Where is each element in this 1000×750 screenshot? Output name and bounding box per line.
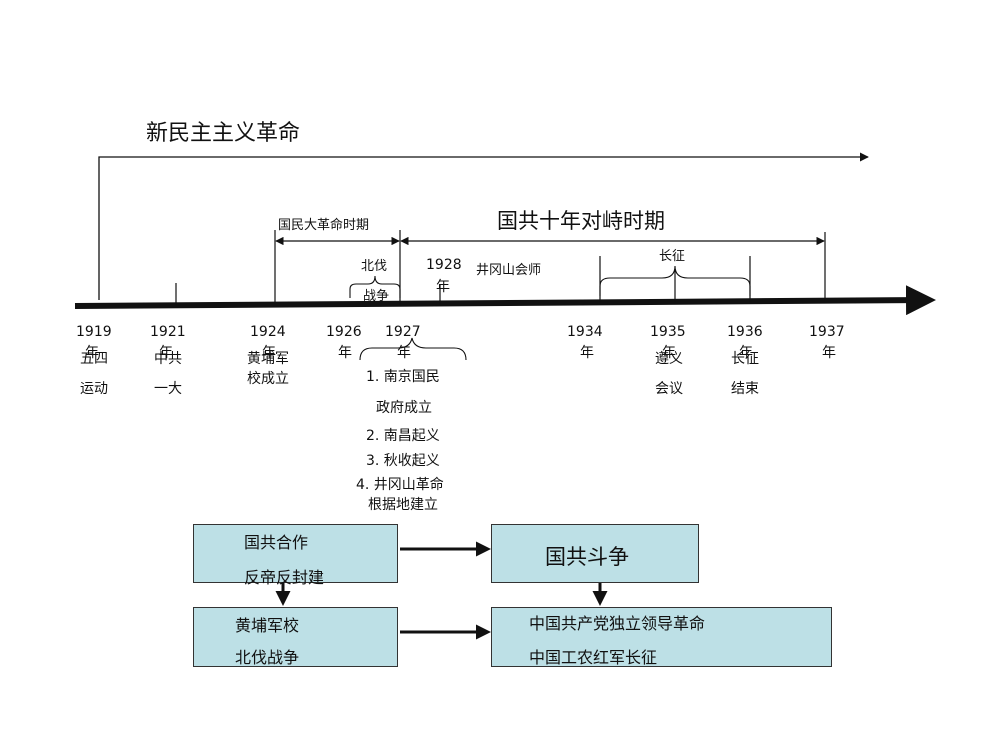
year-unit-1934: 年 bbox=[580, 345, 594, 361]
northern-expedition-brace bbox=[349, 275, 401, 298]
year-unit-1919: 年 bbox=[85, 345, 99, 361]
year-1921: 1921 bbox=[150, 324, 186, 340]
cpc-line2: 中国工农红军长征 bbox=[529, 648, 658, 667]
year-1926: 1926 bbox=[326, 324, 362, 340]
year-unit-1926: 年 bbox=[338, 345, 352, 361]
national-revolution-label: 国民大革命时期 bbox=[278, 218, 370, 233]
whampoa-box: 黄埔军校 北伐战争 bbox=[193, 607, 398, 667]
northern-expedition-label-2: 战争 bbox=[363, 289, 390, 304]
year-1937: 1937 bbox=[809, 324, 845, 340]
year-1934: 1934 bbox=[567, 324, 603, 340]
event-1935-line1: 遵义 bbox=[655, 351, 683, 367]
revolution-span-arrow bbox=[98, 152, 869, 300]
decade-label: 国共十年对峙时期 bbox=[497, 209, 665, 233]
event-1924-line2: 校成立 bbox=[247, 371, 289, 387]
events-1927-brace bbox=[359, 337, 467, 361]
event-1919-line1: 五四 bbox=[80, 351, 108, 367]
event-1935-line2: 会议 bbox=[655, 381, 683, 397]
whampoa-line2: 北伐战争 bbox=[235, 648, 300, 667]
northern-expedition-label-1: 北伐 bbox=[361, 259, 388, 274]
year-1924: 1924 bbox=[250, 324, 286, 340]
event-1927-item3: 3. 秋收起义 bbox=[366, 453, 440, 469]
event-1936-line1: 长征 bbox=[731, 351, 759, 367]
diagram-title: 新民主主义革命 bbox=[146, 121, 301, 146]
jinggangshan-event: 井冈山会师 bbox=[476, 263, 542, 278]
event-1927-item1-line1: 1. 南京国民 bbox=[366, 369, 440, 385]
year-unit-1935: 年 bbox=[662, 345, 676, 361]
time-axis bbox=[74, 285, 936, 316]
cooperation-line2: 反帝反封建 bbox=[244, 568, 325, 587]
event-1927-item4-line1: 4. 井冈山革命 bbox=[356, 477, 444, 493]
cpc-line1: 中国共产党独立领导革命 bbox=[529, 614, 706, 633]
year-unit-1921: 年 bbox=[159, 345, 173, 361]
event-1924-line1: 黄埔军 bbox=[247, 351, 289, 367]
cpc-box: 中国共产党独立领导革命 中国工农红军长征 bbox=[491, 607, 832, 667]
whampoa-line1: 黄埔军校 bbox=[235, 616, 300, 635]
event-1921-line2: 一大 bbox=[154, 381, 182, 397]
year-unit-1937: 年 bbox=[822, 345, 836, 361]
year-unit-1927: 年 bbox=[397, 345, 411, 361]
year-1927: 1927 bbox=[385, 324, 421, 340]
year-1935: 1935 bbox=[650, 324, 686, 340]
event-1927-item1-line2: 政府成立 bbox=[376, 400, 432, 416]
event-1919-line2: 运动 bbox=[80, 381, 108, 397]
year-unit-1936: 年 bbox=[739, 345, 753, 361]
event-1921-line1: 中共 bbox=[154, 351, 182, 367]
event-1927-item2: 2. 南昌起义 bbox=[366, 428, 440, 444]
year-unit-1924: 年 bbox=[262, 345, 276, 361]
event-1936-line2: 结束 bbox=[731, 381, 759, 397]
cooperation-box: 国共合作 反帝反封建 bbox=[193, 524, 398, 587]
struggle-label: 国共斗争 bbox=[545, 545, 629, 569]
long-march-brace bbox=[599, 265, 751, 296]
struggle-box: 国共斗争 bbox=[491, 524, 699, 583]
long-march-label: 长征 bbox=[659, 249, 686, 264]
jinggangshan-year: 1928 bbox=[426, 257, 462, 273]
jinggangshan-year-unit: 年 bbox=[436, 279, 450, 295]
year-1919: 1919 bbox=[76, 324, 112, 340]
event-1927-item4-line2: 根据地建立 bbox=[368, 497, 438, 513]
year-1936: 1936 bbox=[727, 324, 763, 340]
cooperation-line1: 国共合作 bbox=[244, 533, 309, 552]
